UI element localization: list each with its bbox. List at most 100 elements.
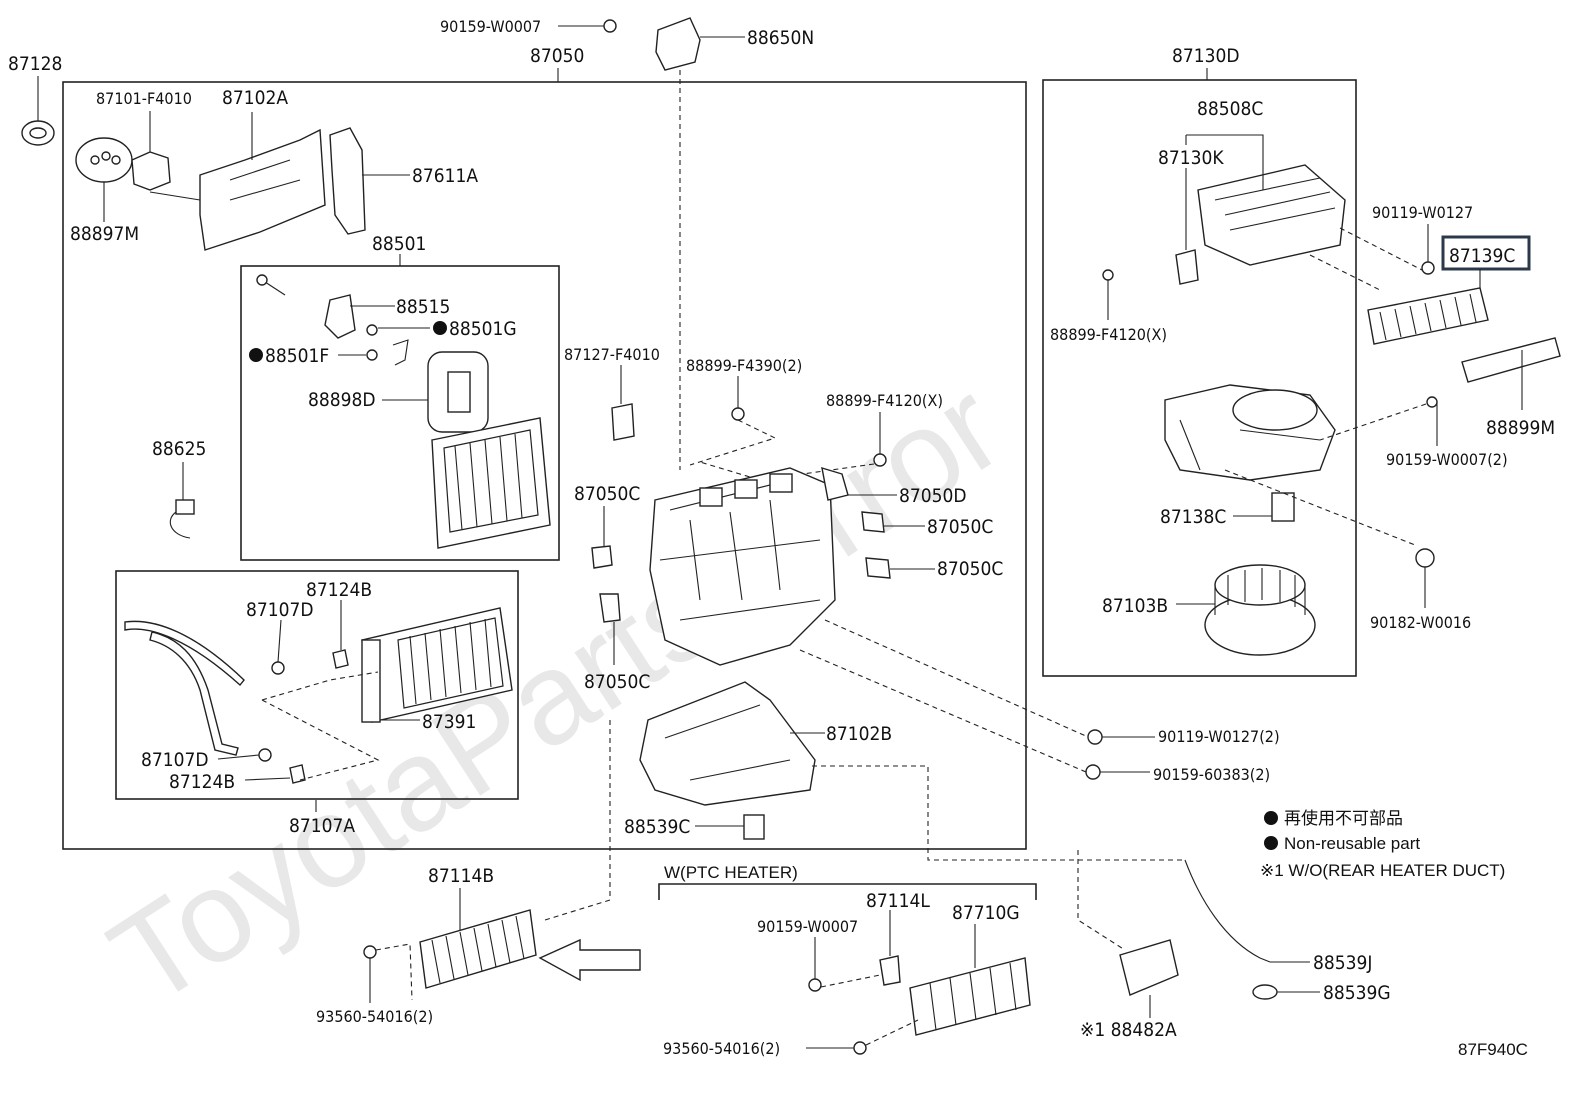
drain-88539C	[743, 814, 765, 840]
label-88501F[interactable]: 88501F	[265, 345, 329, 367]
label-90119-W0127-2[interactable]: 90119-W0127(2)	[1158, 727, 1280, 746]
label-87139C[interactable]: 87139C	[1449, 245, 1515, 267]
label-87128[interactable]: 87128	[8, 53, 62, 75]
legend-dot-jp	[1264, 811, 1278, 825]
label-90159-W0007-top[interactable]: 90159-W0007	[440, 17, 541, 36]
legend-dot-en	[1264, 836, 1278, 850]
duct-87102B	[639, 681, 816, 806]
label-87391[interactable]: 87391	[422, 711, 476, 733]
grommet-87128	[21, 120, 55, 146]
label-87130K[interactable]: 87130K	[1158, 147, 1224, 169]
label-87050[interactable]: 87050	[530, 45, 584, 67]
screw-90119-W0127-2	[1087, 729, 1103, 745]
bushing-87050C-d	[599, 593, 621, 623]
evaporator-core	[431, 417, 551, 549]
screw-90119-W0127	[1421, 261, 1435, 275]
screw-88899-F4120-mid	[873, 453, 887, 467]
watermark: ToyotaPartsMirror	[86, 352, 1026, 1033]
label-87114L[interactable]: 87114L	[866, 890, 930, 912]
label-ptc-heater: W(PTC HEATER)	[664, 863, 798, 882]
label-88625[interactable]: 88625	[152, 438, 206, 460]
label-88898D[interactable]: 88898D	[308, 389, 376, 411]
clamp-87124B-top	[332, 649, 349, 669]
label-87107D-bottom[interactable]: 87107D	[141, 749, 209, 771]
label-88482A[interactable]: ※1 88482A	[1080, 1019, 1177, 1041]
direction-arrow	[538, 938, 641, 982]
label-87130D[interactable]: 87130D	[1172, 45, 1240, 67]
legend-en: Non-reusable part	[1284, 834, 1420, 853]
diagram-code: 87F940C	[1458, 1040, 1528, 1059]
label-87050C-b[interactable]: 87050C	[927, 516, 993, 538]
heater-core-87391	[361, 607, 513, 723]
label-88899-F4390[interactable]: 88899-F4390(2)	[686, 356, 802, 375]
blower-case	[1164, 384, 1336, 481]
bushing-87050C-b	[861, 511, 885, 533]
label-87138C[interactable]: 87138C	[1160, 506, 1226, 528]
ptc-heater-87710G	[909, 957, 1031, 1036]
label-87103B[interactable]: 87103B	[1102, 595, 1168, 617]
label-90159-W0007-2[interactable]: 90159-W0007(2)	[1386, 450, 1508, 469]
cover-88899M	[1461, 337, 1561, 383]
duct-88482A	[1119, 939, 1179, 996]
bracket-87611A	[329, 127, 366, 235]
label-88539G[interactable]: 88539G	[1323, 982, 1391, 1004]
label-87124B-top[interactable]: 87124B	[306, 579, 372, 601]
label-87124B-bottom[interactable]: 87124B	[169, 771, 235, 793]
screw-90159-60383-2	[1085, 764, 1101, 780]
label-88899-F4120-mid[interactable]: 88899-F4120(X)	[826, 391, 943, 410]
label-87050C-d[interactable]: 87050C	[584, 671, 650, 693]
label-87050C-c[interactable]: 87050C	[937, 558, 1003, 580]
label-88501[interactable]: 88501	[372, 233, 426, 255]
duct-87102A	[199, 128, 326, 251]
label-87114B[interactable]: 87114B	[428, 865, 494, 887]
ptc-heater-bracket	[658, 883, 1037, 900]
legend-jp: 再使用不可部品	[1284, 808, 1403, 828]
label-93560-54016-ptc[interactable]: 93560-54016(2)	[663, 1039, 780, 1058]
clamp-87124B-bottom	[289, 764, 306, 784]
label-87102A[interactable]: 87102A	[222, 87, 288, 109]
label-88650N[interactable]: 88650N	[747, 27, 814, 49]
label-87710G[interactable]: 87710G	[952, 902, 1020, 924]
label-88515[interactable]: 88515	[396, 296, 450, 318]
screw-88899-F4120-right	[1102, 269, 1114, 281]
blower-motor-87103B	[1204, 564, 1316, 656]
label-90159-60383-2[interactable]: 90159-60383(2)	[1153, 765, 1270, 784]
screw-93560-54016-ptc	[853, 1041, 867, 1055]
screw-88899-F4390	[731, 407, 745, 421]
resistor-87138C	[1271, 492, 1295, 522]
oring-88501G	[366, 324, 378, 336]
non-reusable-mark-88501G	[433, 321, 447, 335]
hvac-housing-87050	[649, 467, 836, 666]
oring-88501F	[366, 349, 378, 361]
label-87101-F4010[interactable]: 87101-F4010	[96, 89, 192, 108]
label-87050C-a[interactable]: 87050C	[574, 483, 640, 505]
label-87127-F4010[interactable]: 87127-F4010	[564, 345, 660, 364]
label-88899M[interactable]: 88899M	[1486, 417, 1555, 439]
label-90182-W0016[interactable]: 90182-W0016	[1370, 613, 1471, 632]
bracket-87130K	[1175, 249, 1199, 285]
sensor-88625	[169, 499, 195, 539]
pad-88897M	[75, 137, 133, 183]
label-88539J[interactable]: 88539J	[1313, 952, 1372, 974]
label-87102B[interactable]: 87102B	[826, 723, 892, 745]
label-90159-W0007-ptc[interactable]: 90159-W0007	[757, 917, 858, 936]
label-93560-54016-left[interactable]: 93560-54016(2)	[316, 1007, 433, 1026]
hose-88539J	[1184, 859, 1271, 963]
label-87611A[interactable]: 87611A	[412, 165, 478, 187]
label-88508C[interactable]: 88508C	[1197, 98, 1263, 120]
screw-90159-W0007-ptc	[808, 978, 822, 992]
label-88539C[interactable]: 88539C	[624, 816, 690, 838]
label-88897M[interactable]: 88897M	[70, 223, 139, 245]
label-87107D-top[interactable]: 87107D	[246, 599, 314, 621]
oring-87107D-top	[271, 661, 285, 675]
cabin-filter-87139C	[1367, 287, 1489, 345]
highlight-87139C[interactable]	[1441, 235, 1531, 271]
bushing-87050C-a	[591, 545, 613, 569]
label-88899-F4120-right[interactable]: 88899-F4120(X)	[1050, 325, 1167, 344]
label-87107A[interactable]: 87107A	[289, 815, 355, 837]
label-88501G[interactable]: 88501G	[449, 318, 517, 340]
label-87050D[interactable]: 87050D	[899, 485, 967, 507]
label-90119-W0127[interactable]: 90119-W0127	[1372, 203, 1473, 222]
